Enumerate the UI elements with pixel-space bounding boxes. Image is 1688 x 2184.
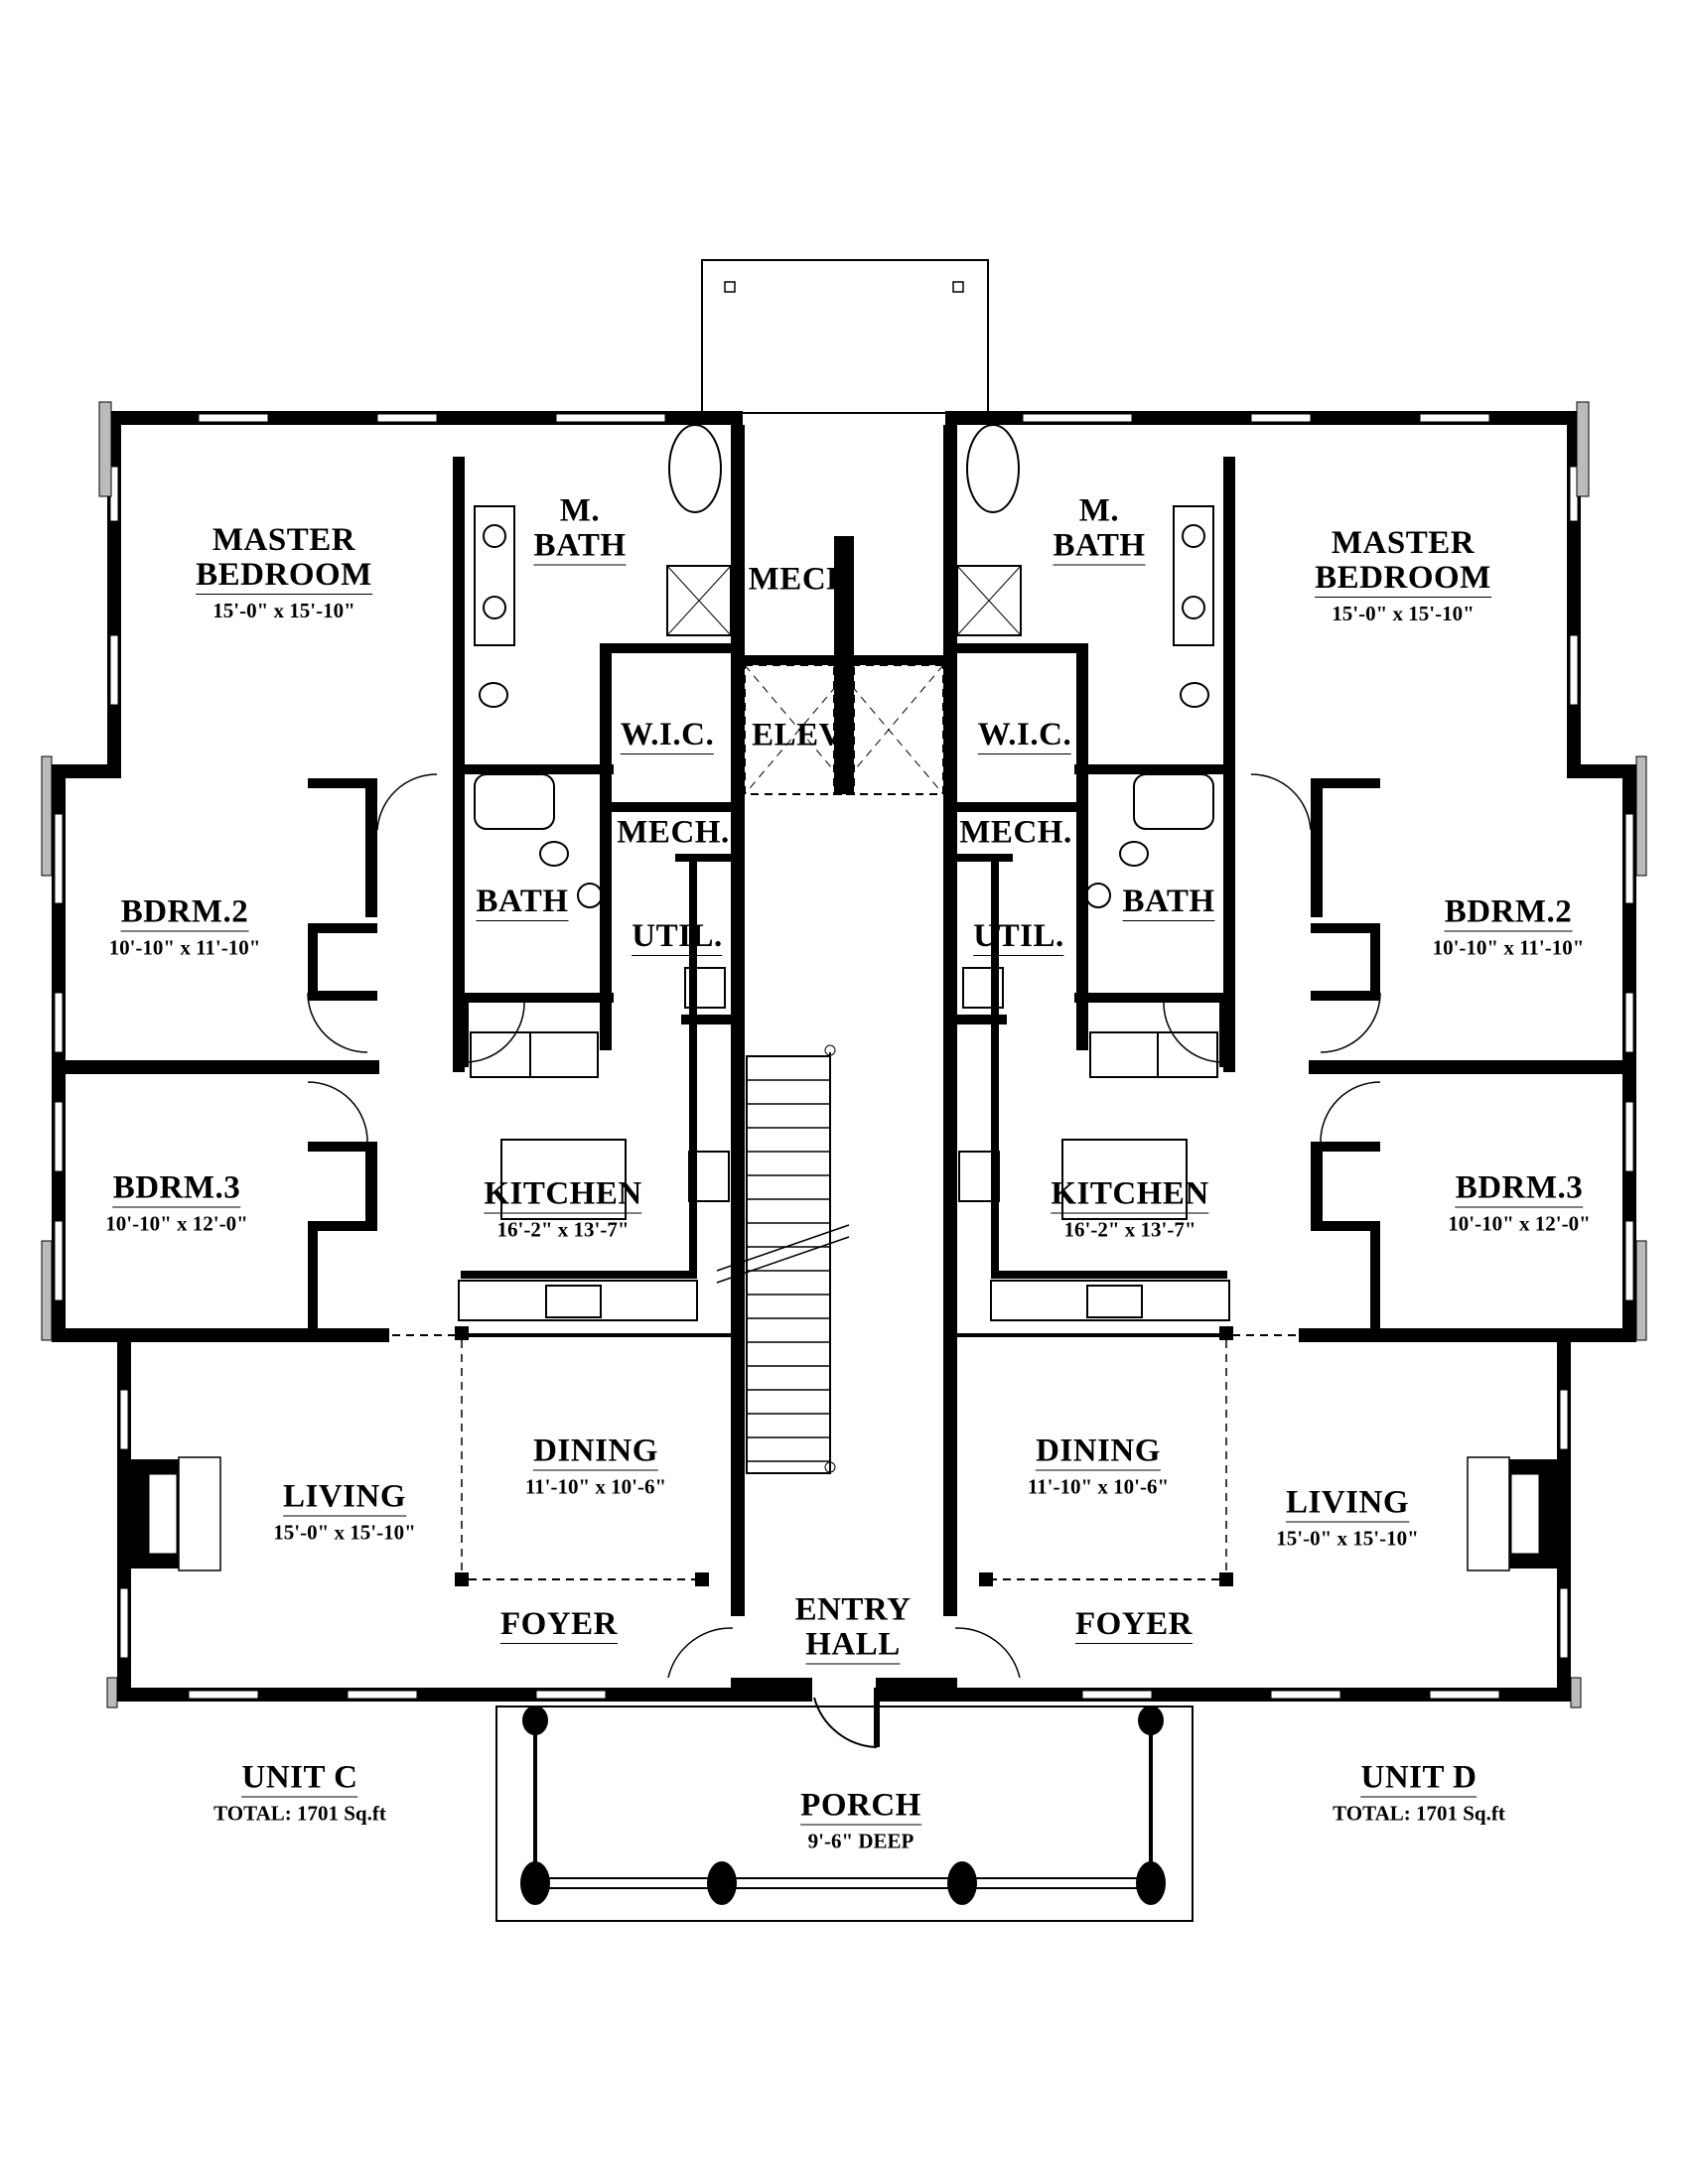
room-name: KITCHEN: [484, 1175, 642, 1214]
room-label-living-c: LIVING 15'-0" x 15'-10": [273, 1478, 416, 1545]
room-label-living-d: LIVING 15'-0" x 15'-10": [1276, 1484, 1419, 1551]
room-name: MECH: [748, 561, 853, 598]
porch-outline: [495, 1706, 1194, 1922]
room-name: BATH: [533, 527, 627, 566]
room-label-master-bath-c: M. BATH: [533, 492, 627, 566]
room-name: BEDROOM: [196, 557, 372, 595]
room-name: BATH: [1053, 527, 1146, 566]
room-name: BATH: [1122, 884, 1215, 921]
room-name: MECH.: [959, 814, 1072, 851]
room-label-porch: PORCH 9'-6" DEEP: [800, 1787, 921, 1853]
room-dimension: 10'-10" x 11'-10": [108, 935, 261, 960]
room-label-foyer-c: FOYER: [500, 1608, 618, 1644]
unit-c-walls: [40, 400, 856, 1709]
room-dimension: 11'-10" x 10'-6": [1027, 1474, 1170, 1499]
unit-title: UNIT C: [241, 1759, 358, 1798]
room-name: UTIL.: [632, 918, 723, 956]
room-dimension: 10'-10" x 12'-0": [105, 1211, 248, 1236]
rear-deck: [701, 259, 989, 414]
room-dimension: 16'-2" x 13'-7": [1063, 1217, 1196, 1242]
unit-d-summary: UNIT D TOTAL: 1701 Sq.ft: [1333, 1759, 1505, 1826]
room-dimension: 10'-10" x 11'-10": [1432, 935, 1585, 960]
unit-d-walls: [832, 400, 1648, 1709]
unit-total: TOTAL: 1701 Sq.ft: [1333, 1801, 1505, 1826]
room-dimension: 10'-10" x 12'-0": [1448, 1211, 1591, 1236]
room-label-wic-c: W.I.C.: [620, 717, 715, 754]
room-name: FOYER: [1075, 1606, 1193, 1644]
room-name: BDRM.2: [120, 893, 249, 932]
porch-column: [520, 1861, 550, 1905]
room-label-bdrm2-d: BDRM.2 10'-10" x 11'-10": [1432, 893, 1585, 960]
room-label-util-c: UTIL.: [632, 918, 723, 956]
room-name: BDRM.2: [1444, 893, 1573, 932]
room-name: ELEV: [752, 717, 843, 753]
unit-title: UNIT D: [1360, 1759, 1477, 1798]
room-name: LIVING: [282, 1478, 407, 1517]
room-name: W.I.C.: [977, 717, 1072, 754]
room-name: PORCH: [800, 1787, 921, 1826]
room-label-dining-d: DINING 11'-10" x 10'-6": [1027, 1433, 1170, 1499]
room-label-mech-c: MECH.: [617, 814, 730, 852]
room-label-bdrm3-d: BDRM.3 10'-10" x 12'-0": [1448, 1169, 1591, 1236]
room-name: MASTER: [1331, 525, 1476, 561]
room-dimension: 16'-2" x 13'-7": [496, 1217, 630, 1242]
room-label-entry-hall: ENTRY HALL: [794, 1591, 912, 1665]
room-name: LIVING: [1285, 1484, 1410, 1523]
porch-column: [947, 1861, 977, 1905]
room-label-bath-d: BATH: [1122, 884, 1215, 921]
room-dimension: 15'-0" x 15'-10": [1332, 602, 1475, 625]
room-name: FOYER: [500, 1606, 618, 1644]
unit-total: TOTAL: 1701 Sq.ft: [213, 1801, 386, 1826]
room-label-util-d: UTIL.: [973, 918, 1064, 956]
room-label-dining-c: DINING 11'-10" x 10'-6": [524, 1433, 667, 1499]
room-dimension: 11'-10" x 10'-6": [524, 1474, 667, 1499]
staircase: [716, 1044, 850, 1474]
room-name: BDRM.3: [1455, 1169, 1584, 1208]
porch-column: [707, 1861, 737, 1905]
room-name: BATH: [476, 884, 569, 921]
room-name: HALL: [805, 1626, 901, 1665]
room-name: KITCHEN: [1051, 1175, 1209, 1214]
room-dimension: 9'-6" DEEP: [807, 1829, 914, 1853]
room-dimension: 15'-0" x 15'-10": [212, 599, 355, 622]
room-label-master-bath-d: M. BATH: [1053, 492, 1146, 566]
room-name: BDRM.3: [112, 1169, 241, 1208]
room-name: M.: [559, 492, 601, 529]
room-dimension: 15'-0" x 15'-10": [273, 1520, 416, 1545]
room-name: MECH.: [617, 814, 730, 851]
room-label-bdrm3-c: BDRM.3 10'-10" x 12'-0": [105, 1169, 248, 1236]
room-label-master-bedroom-d: MASTER BEDROOM 15'-0" x 15'-10": [1315, 527, 1491, 624]
room-name: MASTER: [211, 522, 356, 558]
room-name: W.I.C.: [620, 717, 715, 754]
room-label-mech-d: MECH.: [959, 814, 1072, 852]
room-label-kitchen-d: KITCHEN 16'-2" x 13'-7": [1051, 1175, 1209, 1242]
room-label-bdrm2-c: BDRM.2 10'-10" x 11'-10": [108, 893, 261, 960]
room-label-mech-upper: MECH: [748, 561, 853, 599]
room-dimension: 15'-0" x 15'-10": [1276, 1526, 1419, 1551]
room-name: M.: [1078, 492, 1120, 529]
room-label-master-bedroom-c: MASTER BEDROOM 15'-0" x 15'-10": [196, 524, 372, 621]
unit-c-summary: UNIT C TOTAL: 1701 Sq.ft: [213, 1759, 386, 1826]
room-name: DINING: [1036, 1433, 1161, 1471]
porch-column: [1136, 1861, 1166, 1905]
room-label-foyer-d: FOYER: [1075, 1608, 1193, 1644]
room-name: DINING: [533, 1433, 658, 1471]
room-name: BEDROOM: [1315, 560, 1491, 598]
room-label-elev: ELEV: [752, 717, 843, 754]
entry-door: [808, 1688, 877, 1749]
room-name: ENTRY: [794, 1591, 912, 1628]
room-label-bath-c: BATH: [476, 884, 569, 921]
room-name: UTIL.: [973, 918, 1064, 956]
room-label-wic-d: W.I.C.: [977, 717, 1072, 754]
room-label-kitchen-c: KITCHEN 16'-2" x 13'-7": [484, 1175, 642, 1242]
